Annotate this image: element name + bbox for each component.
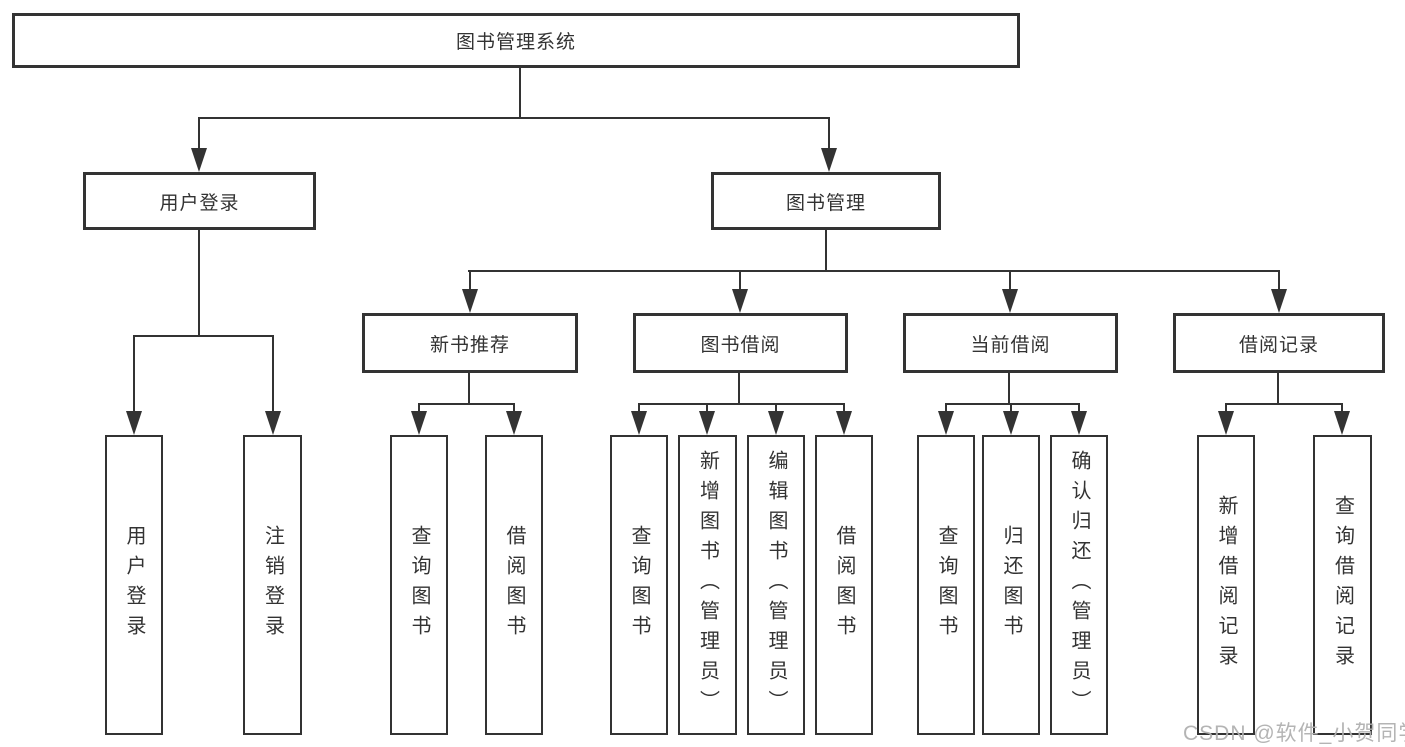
arrow-down-icon (191, 148, 207, 172)
connector-line-h (198, 117, 830, 119)
leaf-logout-login-label: 注销登录 (261, 525, 284, 645)
connector-line-v (519, 68, 521, 118)
leaf-current-confirm-return-admin: 确认归还（管理员） (1050, 435, 1108, 735)
arrow-down-icon (1003, 411, 1019, 435)
connector-line-v (843, 403, 845, 413)
arrow-down-icon (126, 411, 142, 435)
connector-line-v (272, 335, 274, 413)
connector-line-v (1010, 403, 1012, 413)
leaf-borrow-add-books-admin: 新增图书（管理员） (678, 435, 737, 735)
connector-line-v (469, 270, 471, 291)
node-user-login-label: 用户登录 (159, 192, 240, 214)
leaf-borrow-edit-books-admin: 编辑图书（管理员） (747, 435, 805, 735)
connector-line-v (418, 403, 420, 413)
connector-line-v (739, 270, 741, 291)
arrow-down-icon (265, 411, 281, 435)
leaf-newbook-query-books-label: 查询图书 (408, 525, 430, 645)
node-book-borrowing: 图书借阅 (633, 313, 848, 373)
connector-line-v (198, 230, 200, 337)
connector-line-v (198, 117, 200, 150)
arrow-down-icon (506, 411, 522, 435)
leaf-user-login: 用户登录 (105, 435, 163, 735)
arrow-down-icon (1271, 289, 1287, 313)
connector-line-v (513, 403, 515, 413)
connector-line-v (1278, 270, 1280, 291)
leaf-current-return-books-label: 归还图书 (1000, 525, 1022, 645)
connector-line-v (775, 403, 777, 413)
arrow-down-icon (732, 289, 748, 313)
connector-line-h (1225, 403, 1343, 405)
arrow-down-icon (1071, 411, 1087, 435)
leaf-records-add-record-label: 新增借阅记录 (1215, 495, 1237, 675)
leaf-logout-login: 注销登录 (243, 435, 302, 735)
leaf-current-query-books-label: 查询图书 (935, 525, 957, 645)
leaf-newbook-query-books: 查询图书 (390, 435, 448, 735)
node-library-system-label: 图书管理系统 (455, 32, 576, 53)
connector-line-v (945, 403, 947, 413)
connector-line-v (706, 403, 708, 413)
leaf-records-query-record-label: 查询借阅记录 (1331, 495, 1354, 675)
node-new-book-recommend: 新书推荐 (362, 313, 578, 373)
arrow-down-icon (1002, 289, 1018, 313)
node-book-management-label: 图书管理 (785, 192, 866, 214)
connector-line-v (133, 335, 135, 413)
leaf-borrow-query-books: 查询图书 (610, 435, 668, 735)
connector-line-h (638, 403, 845, 405)
connector-line-v (1341, 403, 1343, 413)
arrow-down-icon (1334, 411, 1350, 435)
connector-line-v (1008, 373, 1010, 404)
arrow-down-icon (631, 411, 647, 435)
leaf-records-query-record: 查询借阅记录 (1313, 435, 1372, 735)
node-borrow-records: 借阅记录 (1173, 313, 1385, 373)
connector-line-v (738, 373, 740, 404)
node-library-system: 图书管理系统 (12, 13, 1020, 68)
leaf-current-query-books: 查询图书 (917, 435, 975, 735)
arrow-down-icon (462, 289, 478, 313)
node-borrow-records-label: 借阅记录 (1238, 334, 1319, 356)
leaf-borrow-edit-books-admin-label: 编辑图书（管理员） (765, 450, 787, 720)
arrow-down-icon (768, 411, 784, 435)
connector-line-h (418, 403, 515, 405)
watermark: CSDN @软件_小贺同学 (1183, 722, 1405, 745)
connector-line-h (468, 270, 1280, 272)
leaf-newbook-borrow-books: 借阅图书 (485, 435, 543, 735)
leaf-current-confirm-return-admin-label: 确认归还（管理员） (1068, 450, 1090, 720)
node-book-management: 图书管理 (711, 172, 941, 230)
connector-line-v (825, 230, 827, 272)
leaf-newbook-borrow-books-label: 借阅图书 (503, 525, 525, 645)
connector-line-h (133, 335, 274, 337)
node-current-borrowing: 当前借阅 (903, 313, 1118, 373)
leaf-borrow-add-books-admin-label: 新增图书（管理员） (696, 450, 719, 720)
node-new-book-recommend-label: 新书推荐 (429, 334, 510, 356)
node-current-borrowing-label: 当前借阅 (970, 334, 1051, 356)
connector-line-v (638, 403, 640, 413)
connector-line-v (1009, 270, 1011, 291)
arrow-down-icon (699, 411, 715, 435)
leaf-current-return-books: 归还图书 (982, 435, 1040, 735)
leaf-borrow-borrow-books: 借阅图书 (815, 435, 873, 735)
connector-line-v (468, 373, 470, 404)
arrow-down-icon (411, 411, 427, 435)
arrow-down-icon (938, 411, 954, 435)
leaf-records-add-record: 新增借阅记录 (1197, 435, 1255, 735)
leaf-user-login-label: 用户登录 (123, 525, 145, 645)
connector-line-h (945, 403, 1080, 405)
arrow-down-icon (1218, 411, 1234, 435)
node-book-borrowing-label: 图书借阅 (700, 334, 781, 356)
leaf-borrow-query-books-label: 查询图书 (628, 525, 650, 645)
connector-line-v (1225, 403, 1227, 413)
connector-line-v (828, 117, 830, 150)
connector-line-v (1078, 403, 1080, 413)
arrow-down-icon (821, 148, 837, 172)
leaf-borrow-borrow-books-label: 借阅图书 (833, 525, 855, 645)
connector-line-v (1277, 373, 1279, 404)
node-user-login: 用户登录 (83, 172, 316, 230)
arrow-down-icon (836, 411, 852, 435)
